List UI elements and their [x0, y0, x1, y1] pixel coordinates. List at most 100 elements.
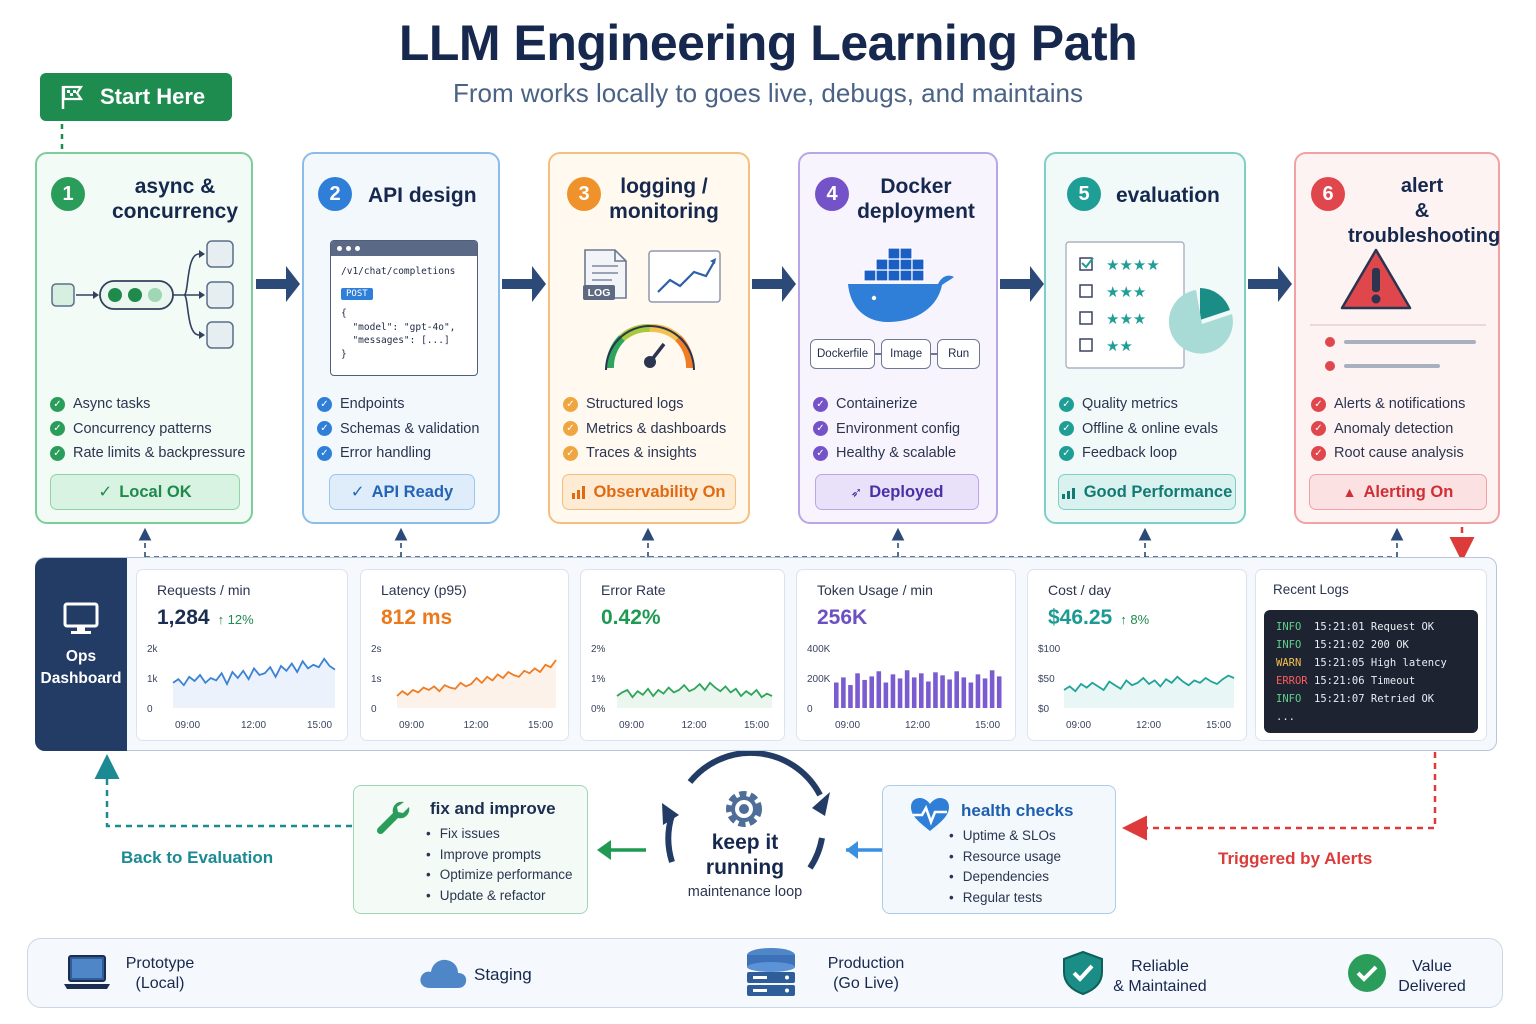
step-checklist: ✓Quality metrics ✓Offline & online evals… [1059, 392, 1218, 466]
usage-bar [855, 673, 860, 708]
usage-bar [933, 672, 938, 708]
laptop-icon [64, 955, 110, 989]
cloud-icon [420, 959, 467, 988]
step-number: 6 [1311, 177, 1345, 211]
step-card-alerts[interactable]: 6 alert & troubleshooting ✓Alerts & noti… [1294, 152, 1500, 524]
list-item: Dependencies [949, 867, 1061, 888]
step-checklist: ✓Containerize ✓Environment config ✓Healt… [813, 392, 960, 466]
checklist-item: ✓Rate limits & backpressure [50, 441, 245, 466]
log-time: 15:21:06 [1314, 675, 1365, 687]
metric-label: Token Usage / min [817, 582, 933, 598]
step-card-api-design[interactable]: 2 API design /v1/chat/completions POST {… [302, 152, 500, 524]
check-icon: ✓ [563, 396, 578, 412]
x-tick-label: 09:00 [835, 720, 860, 731]
metric-label: Requests / min [157, 582, 251, 598]
metric-label: Error Rate [601, 582, 666, 598]
usage-bar [982, 678, 988, 708]
stage-reliable: Reliable & Maintained [1113, 958, 1207, 995]
stage-production: Production (Go Live) [827, 955, 905, 992]
check-icon: ✓ [317, 445, 332, 461]
svg-text:★★★: ★★★ [1106, 283, 1146, 301]
y-tick-label: 0 [807, 704, 813, 715]
fix-list: Fix issues Improve prompts Optimize perf… [426, 824, 573, 906]
y-tick-label: 1k [147, 674, 159, 685]
usage-bar [919, 673, 924, 708]
series-line [172, 657, 336, 687]
start-here-button[interactable]: Start Here [40, 73, 232, 121]
y-tick-label: 0 [371, 704, 377, 715]
checklist-item: ✓Healthy & scalable [813, 441, 960, 466]
series-line [616, 681, 773, 699]
step-checklist: ✓Alerts & notifications ✓Anomaly detecti… [1311, 392, 1465, 466]
usage-bar [911, 677, 917, 708]
step-card-evaluation[interactable]: 5 evaluation ★★★★★★★★★★★★ ✓Quality metri… [1044, 152, 1246, 524]
code-line: "model": "gpt-4o", [341, 321, 456, 333]
gear-icon [726, 791, 762, 827]
step-arrows [256, 266, 1292, 302]
docker-whale-icon [848, 247, 954, 322]
concurrency-diagram-icon [51, 240, 234, 349]
series-area [617, 682, 772, 708]
x-tick-label: 09:00 [619, 720, 644, 731]
maintenance-loop-subtitle: maintenance loop [687, 884, 803, 900]
checklist-item: ✓Endpoints [317, 392, 479, 417]
usage-bar [883, 682, 889, 708]
http-method-badge: POST [341, 287, 373, 300]
back-to-eval-path [94, 754, 352, 828]
check-icon: ✓ [1059, 421, 1074, 437]
x-tick-label: 12:00 [464, 720, 489, 731]
api-code-window: /v1/chat/completions POST { "model": "gp… [330, 240, 478, 376]
log-time: 15:21:05 [1314, 657, 1365, 669]
check-icon: ✓ [50, 421, 65, 437]
code-line: "messages": [...] [341, 335, 450, 346]
step-card-docker[interactable]: 4 Docker deployment Dockerfile Image Run… [798, 152, 998, 524]
check-icon: ✓ [317, 421, 332, 437]
docker-chip-row: Dockerfile Image Run [810, 339, 981, 369]
alert-list-icon [1310, 324, 1486, 371]
warning-icon: ▲ [1342, 484, 1357, 500]
log-level: INFO [1276, 621, 1302, 633]
code-line: } [341, 348, 347, 360]
x-tick-label: 12:00 [682, 720, 707, 731]
metric-value: 1,284↑ 12% [157, 606, 254, 629]
step-number: 5 [1067, 177, 1101, 211]
step-title: alert & troubleshooting [1348, 175, 1501, 247]
checklist-item: ✓Offline & online evals [1059, 417, 1218, 442]
flag-icon [61, 85, 84, 109]
x-tick-label: 12:00 [241, 720, 266, 731]
ops-dashboard-sidebar[interactable]: Ops Dashboard [35, 558, 127, 751]
usage-bar [834, 682, 839, 708]
log-more: ... [1276, 711, 1295, 723]
chip-run: Run [937, 339, 981, 369]
checklist-item: ✓Traces & insights [563, 441, 726, 466]
check-icon: ✓ [563, 445, 578, 461]
log-time: 15:21:02 [1314, 639, 1365, 651]
step-checklist: ✓Async tasks ✓Concurrency patterns ✓Rate… [50, 392, 245, 466]
check-icon: ✓ [1059, 396, 1074, 412]
metric-value: 0.42% [601, 606, 661, 629]
start-here-label: Start Here [100, 84, 206, 109]
check-icon: ✓ [813, 421, 828, 437]
step-title: API design [368, 184, 477, 207]
step-card-logging[interactable]: 3 logging / monitoring LOG ✓Structured l… [548, 152, 750, 524]
list-item: Uptime & SLOs [949, 826, 1061, 847]
series-area [397, 660, 556, 708]
usage-bar [954, 671, 959, 708]
health-title: health checks [961, 801, 1074, 820]
ops-dashboard-label: Ops Dashboard [40, 648, 122, 687]
fix-and-improve-card: fix and improve Fix issues Improve promp… [353, 785, 588, 914]
list-item: Regular tests [949, 888, 1061, 909]
stage-staging: Staging [474, 965, 532, 984]
checklist-item: ✓Structured logs [563, 392, 726, 417]
server-icon [747, 948, 795, 996]
step-card-async[interactable]: 1 async & concurrency ✓Async tasks ✓Conc… [35, 152, 253, 524]
